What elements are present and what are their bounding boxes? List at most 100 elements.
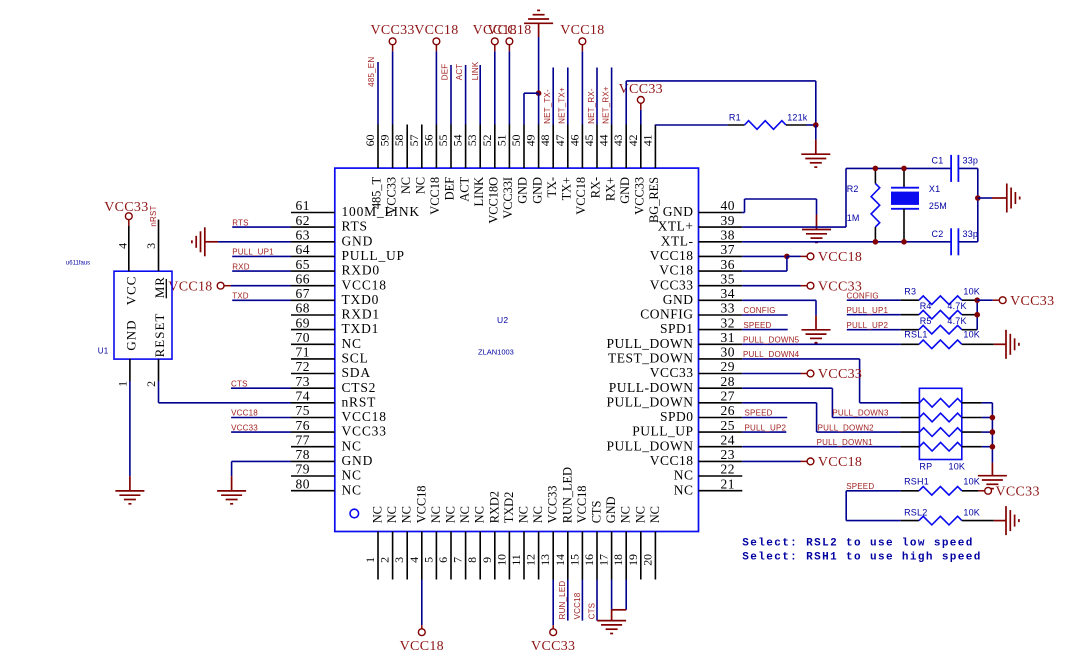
- svg-text:VCC18: VCC18: [342, 409, 387, 424]
- svg-text:GND: GND: [604, 496, 618, 523]
- svg-text:CONFIG: CONFIG: [743, 306, 775, 315]
- svg-text:CTS: CTS: [231, 379, 248, 388]
- svg-text:14: 14: [553, 554, 567, 566]
- svg-text:VCC33: VCC33: [818, 279, 862, 294]
- svg-text:nRST: nRST: [342, 394, 377, 409]
- svg-text:TX+: TX+: [560, 177, 574, 200]
- svg-text:VC18: VC18: [659, 263, 693, 278]
- svg-text:485_EN: 485_EN: [367, 57, 376, 87]
- svg-text:TEST_DOWN: TEST_DOWN: [608, 351, 694, 366]
- svg-text:50: 50: [509, 135, 523, 147]
- svg-text:47: 47: [553, 135, 567, 147]
- svg-text:68: 68: [296, 301, 311, 316]
- svg-text:RP: RP: [919, 462, 932, 472]
- svg-text:75: 75: [296, 403, 311, 418]
- svg-text:51: 51: [494, 135, 508, 147]
- svg-text:33: 33: [721, 301, 736, 316]
- svg-text:NC: NC: [633, 506, 647, 523]
- svg-text:PULL_DOWN: PULL_DOWN: [607, 336, 694, 351]
- svg-text:VCC18: VCC18: [487, 23, 531, 38]
- svg-text:CTS: CTS: [587, 603, 596, 620]
- svg-text:55: 55: [436, 135, 450, 147]
- svg-text:U1: U1: [98, 347, 109, 356]
- svg-text:3: 3: [392, 557, 406, 563]
- svg-text:53: 53: [465, 135, 479, 147]
- svg-text:29: 29: [721, 359, 736, 374]
- svg-text:PULL_DOWN: PULL_DOWN: [607, 438, 694, 453]
- svg-text:VCC33: VCC33: [996, 484, 1040, 499]
- svg-text:41: 41: [640, 135, 654, 147]
- svg-text:15: 15: [567, 554, 581, 566]
- svg-text:VCC33: VCC33: [384, 177, 398, 215]
- svg-text:VCC18: VCC18: [414, 23, 458, 38]
- svg-text:Select: RSL2 to use low speed: Select: RSL2 to use low speed: [742, 538, 973, 550]
- svg-text:31: 31: [721, 330, 736, 345]
- svg-text:19: 19: [626, 554, 640, 566]
- svg-text:XTL-: XTL-: [661, 233, 694, 248]
- svg-text:44: 44: [597, 135, 611, 147]
- svg-text:100M_LINK: 100M_LINK: [342, 204, 420, 219]
- svg-text:22: 22: [721, 462, 736, 477]
- svg-text:VCC18: VCC18: [168, 279, 212, 294]
- svg-text:VCC33: VCC33: [1010, 294, 1054, 309]
- svg-text:23: 23: [721, 447, 736, 462]
- svg-text:NC: NC: [648, 506, 662, 523]
- svg-text:6: 6: [436, 557, 450, 563]
- svg-text:RTS: RTS: [232, 218, 248, 227]
- svg-text:RXD0: RXD0: [342, 263, 380, 278]
- svg-text:17: 17: [597, 554, 611, 566]
- svg-text:3: 3: [144, 243, 158, 249]
- svg-text:R1: R1: [729, 113, 741, 123]
- svg-text:32: 32: [721, 315, 736, 330]
- svg-text:66: 66: [296, 271, 311, 286]
- svg-text:39: 39: [721, 213, 736, 228]
- svg-text:PULL_UP1: PULL_UP1: [847, 306, 889, 315]
- svg-text:73: 73: [296, 374, 311, 389]
- svg-text:2: 2: [378, 557, 392, 563]
- svg-text:VCC18: VCC18: [400, 639, 444, 654]
- svg-text:TX-: TX-: [545, 177, 559, 198]
- svg-text:SPD0: SPD0: [660, 409, 694, 424]
- svg-text:54: 54: [451, 135, 465, 147]
- svg-text:35: 35: [721, 271, 736, 286]
- svg-text:VCC18: VCC18: [560, 23, 604, 38]
- svg-text:VCC18: VCC18: [473, 23, 517, 38]
- svg-text:VCC18O: VCC18O: [487, 177, 501, 224]
- svg-text:72: 72: [296, 359, 311, 374]
- svg-text:U2: U2: [497, 315, 508, 325]
- svg-text:C1: C1: [932, 156, 944, 166]
- svg-text:33p: 33p: [963, 156, 979, 166]
- svg-text:10K: 10K: [963, 330, 980, 340]
- svg-text:PULL_DOWN: PULL_DOWN: [607, 394, 694, 409]
- svg-text:10K: 10K: [963, 508, 980, 518]
- svg-text:NC: NC: [444, 506, 458, 523]
- svg-text:RSL2: RSL2: [904, 508, 927, 518]
- svg-text:20: 20: [640, 554, 654, 566]
- svg-text:CTS: CTS: [590, 501, 604, 524]
- svg-text:61: 61: [296, 198, 311, 213]
- svg-text:NC: NC: [342, 336, 362, 351]
- svg-text:16: 16: [582, 554, 596, 566]
- svg-text:NET_RX+: NET_RX+: [601, 86, 610, 124]
- svg-text:RXD2: RXD2: [487, 491, 501, 523]
- svg-text:GND: GND: [342, 233, 374, 248]
- svg-text:VCC33: VCC33: [104, 200, 148, 215]
- svg-text:10K: 10K: [963, 287, 980, 297]
- svg-text:33p: 33p: [963, 229, 979, 239]
- svg-text:GND: GND: [516, 177, 530, 204]
- svg-text:63: 63: [296, 228, 311, 243]
- svg-text:NC: NC: [342, 482, 362, 497]
- svg-text:LINK: LINK: [471, 61, 480, 80]
- svg-text:25M: 25M: [929, 201, 947, 211]
- svg-text:10K: 10K: [963, 476, 980, 486]
- svg-text:u611faus: u611faus: [66, 260, 90, 266]
- svg-text:NET_TX-: NET_TX-: [543, 89, 552, 124]
- svg-text:VCC18: VCC18: [573, 592, 582, 619]
- svg-text:PULL_UP: PULL_UP: [632, 424, 693, 439]
- svg-text:21: 21: [721, 476, 736, 491]
- svg-text:49: 49: [524, 135, 538, 147]
- svg-text:NC: NC: [458, 506, 472, 523]
- svg-text:DEF: DEF: [441, 64, 450, 81]
- svg-text:PULL-DOWN: PULL-DOWN: [609, 380, 694, 395]
- svg-text:TXD2: TXD2: [502, 492, 516, 524]
